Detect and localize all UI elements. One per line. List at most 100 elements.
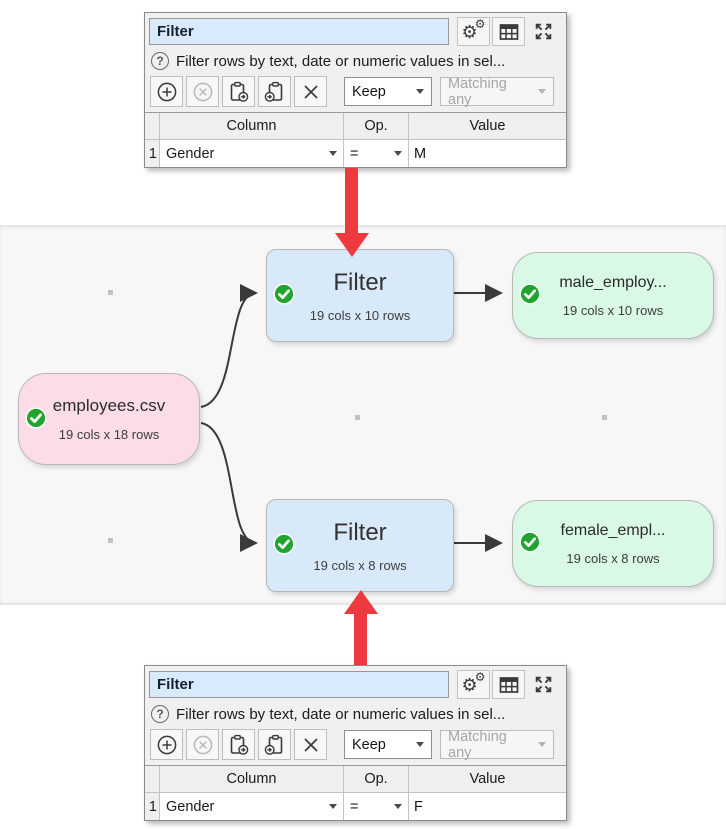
grid-dot [602,415,607,420]
delete-criteria-button[interactable] [294,76,327,107]
header-value: Value [469,118,506,134]
paste-criteria-button[interactable] [222,76,255,107]
criteria-table: Column Op. Value 1 Gender = [145,765,566,820]
matching-dropdown-value: Matching any [448,75,507,108]
grid-dot [108,290,113,295]
keep-dropdown-value: Keep [352,736,386,753]
flow-edges [200,284,503,552]
row-number: 1 [145,793,160,820]
panel-title-input[interactable]: Filter [149,18,449,45]
settings-button[interactable]: ⚙⚙ [457,17,490,46]
node-subtitle: 19 cols x 18 rows [58,427,160,442]
value-cell [409,140,566,167]
header-column: Column [160,113,344,139]
header-op: Op. [344,766,409,792]
keep-dropdown[interactable]: Keep [344,77,432,106]
column-dropdown[interactable]: Gender [160,140,344,167]
table-icon [499,23,518,40]
help-icon[interactable]: ? [151,705,169,723]
node-title: female_empl... [560,521,666,539]
op-dropdown[interactable]: = [344,140,409,167]
panel-help-row: ? Filter rows by text, date or numeric v… [145,702,566,727]
green-check-icon [273,283,295,305]
column-dropdown[interactable]: Gender [160,793,344,820]
delete-criteria-button[interactable] [294,729,327,760]
node-subtitle: 19 cols x 8 rows [566,550,660,566]
paste-criteria-button[interactable] [222,729,255,760]
header-value: Value [469,771,506,787]
keep-dropdown[interactable]: Keep [344,730,432,759]
chevron-down-icon [416,742,424,747]
panel-toolbar: Keep Matching any [145,727,566,765]
node-female-employees[interactable]: female_empl... 19 cols x 8 rows [512,500,714,587]
chevron-down-icon [329,151,337,156]
column-dropdown-value: Gender [166,145,215,162]
clipboard-copy-icon [264,81,283,102]
panel-title-input[interactable]: Filter [149,671,449,698]
circle-plus-icon [157,82,176,101]
clipboard-copy-icon [264,734,283,755]
node-employees-csv[interactable]: employees.csv 19 cols x 18 rows [18,373,200,465]
copy-criteria-button[interactable] [258,76,291,107]
table-view-button[interactable] [492,17,525,46]
node-title: Filter [333,518,387,546]
circle-cross-icon [193,82,212,101]
copy-criteria-button[interactable] [258,729,291,760]
node-subtitle: 19 cols x 8 rows [313,557,407,573]
filter-panel-top: Filter ⚙⚙ [144,12,567,168]
x-icon [303,84,318,99]
settings-button[interactable]: ⚙⚙ [457,670,490,699]
panel-toolbar: Keep Matching any [145,74,566,112]
node-male-employees[interactable]: male_employ... 19 cols x 10 rows [512,252,714,339]
value-input[interactable] [409,140,566,167]
panel-title: Filter [157,676,194,693]
op-dropdown-value: = [350,798,359,815]
clipboard-paste-icon [230,734,249,755]
criteria-row: 1 Gender = [145,140,566,167]
node-filter-bottom[interactable]: Filter 19 cols x 8 rows [266,499,454,592]
expand-button[interactable] [527,17,560,46]
help-text: Filter rows by text, date or numeric val… [176,705,506,723]
gear-icon: ⚙⚙ [461,16,486,42]
value-input[interactable] [409,793,566,820]
criteria-row: 1 Gender = [145,793,566,820]
add-criteria-button[interactable] [150,76,183,107]
circle-cross-icon [193,735,212,754]
edge-source-to-filter-bottom [200,422,258,552]
op-dropdown-value: = [350,145,359,162]
table-view-button[interactable] [492,670,525,699]
help-icon[interactable]: ? [151,52,169,70]
red-arrow-top-head [335,233,369,257]
help-text: Filter rows by text, date or numeric val… [176,52,506,70]
matching-dropdown[interactable]: Matching any [440,729,554,761]
flow-canvas[interactable]: employees.csv 19 cols x 18 rows Filter 1… [0,225,726,605]
header-num-cell [145,113,160,139]
criteria-table-header: Column Op. Value [145,113,566,140]
edge-source-to-filter-top [200,284,258,408]
node-title: employees.csv [52,396,166,415]
expand-button[interactable] [527,670,560,699]
value-cell [409,793,566,820]
chevron-down-icon [538,742,546,747]
red-arrow-bottom-head [344,590,378,614]
node-subtitle: 19 cols x 10 rows [309,307,411,323]
add-criteria-button[interactable] [150,729,183,760]
red-arrow-top-shaft [345,168,358,235]
node-title: Filter [333,268,387,296]
matching-dropdown[interactable]: Matching any [440,75,554,108]
criteria-table-header: Column Op. Value [145,766,566,793]
green-check-icon [273,533,295,555]
panel-title-bar: Filter ⚙⚙ [145,13,566,49]
node-subtitle: 19 cols x 10 rows [562,302,664,318]
clipboard-paste-icon [230,81,249,102]
remove-criteria-button[interactable] [186,729,219,760]
gear-icon: ⚙⚙ [461,669,486,695]
remove-criteria-button[interactable] [186,76,219,107]
node-filter-top[interactable]: Filter 19 cols x 10 rows [266,249,454,342]
x-icon [303,737,318,752]
header-column: Column [160,766,344,792]
chevron-down-icon [329,804,337,809]
op-dropdown[interactable]: = [344,793,409,820]
node-title: male_employ... [559,273,667,291]
table-icon [499,676,518,693]
